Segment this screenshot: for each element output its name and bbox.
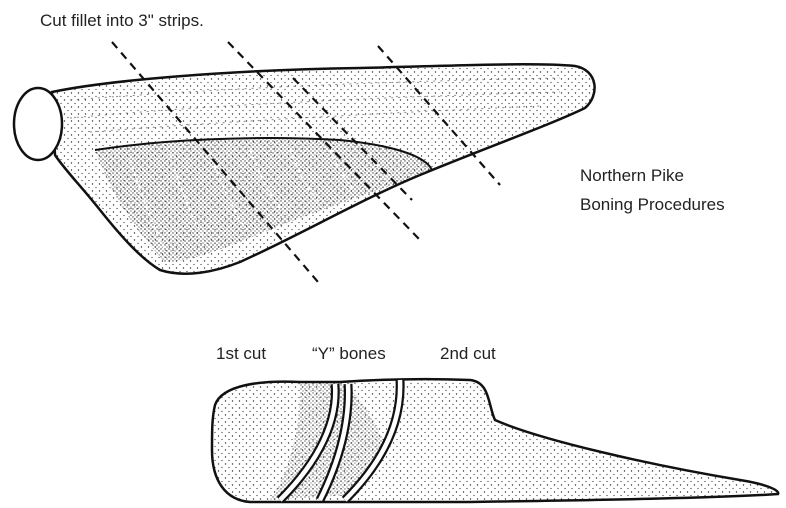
fillet-head-end [14,88,62,160]
strip-cross-section [212,379,778,502]
fillet [14,64,595,273]
